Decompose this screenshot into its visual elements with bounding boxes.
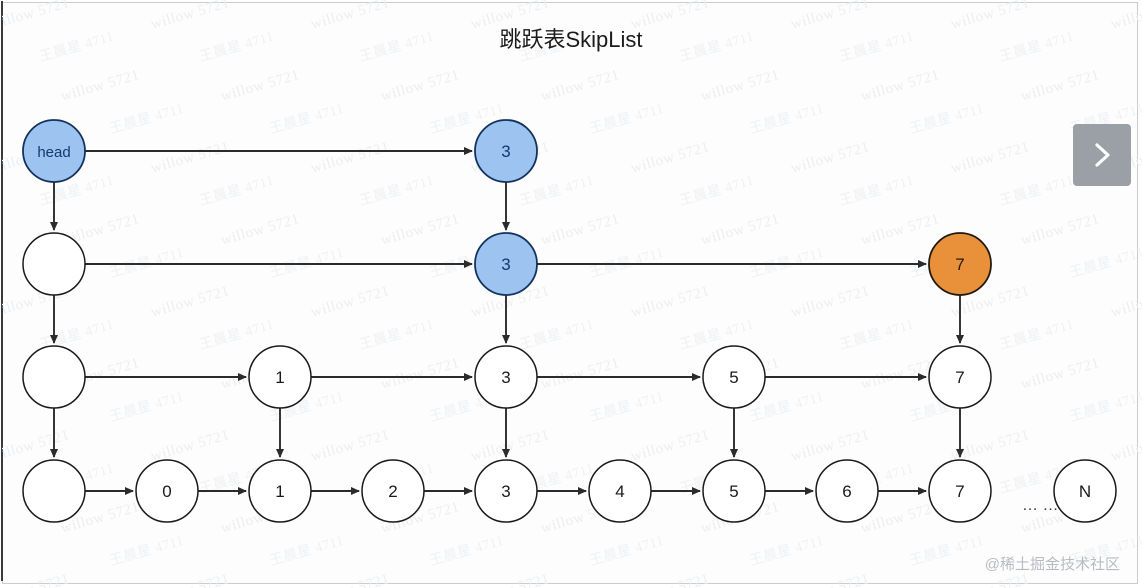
node-circle bbox=[248, 345, 312, 409]
node-label: 2 bbox=[388, 482, 397, 501]
node-circle bbox=[702, 459, 766, 523]
node-circle bbox=[588, 459, 652, 523]
skiplist-node[interactable] bbox=[22, 459, 86, 523]
node-label: 7 bbox=[955, 255, 964, 274]
next-slide-button[interactable] bbox=[1073, 124, 1131, 186]
node-label: 3 bbox=[501, 142, 510, 161]
node-label: 5 bbox=[729, 368, 738, 387]
node-circle bbox=[474, 232, 538, 296]
node-label: N bbox=[1079, 482, 1091, 501]
node-circle bbox=[702, 345, 766, 409]
node-circle bbox=[928, 232, 992, 296]
node-label: 1 bbox=[275, 482, 284, 501]
skiplist-node[interactable]: 0 bbox=[135, 459, 199, 523]
skiplist-node[interactable]: 4 bbox=[588, 459, 652, 523]
skiplist-node[interactable]: 2 bbox=[361, 459, 425, 523]
node-label: head bbox=[37, 144, 70, 161]
skiplist-node[interactable]: N bbox=[1053, 459, 1117, 523]
node-circle bbox=[815, 459, 879, 523]
skiplist-node[interactable]: 1 bbox=[248, 459, 312, 523]
attribution-label: @稀土掘金技术社区 bbox=[984, 556, 1120, 573]
node-circle bbox=[135, 459, 199, 523]
skiplist-node[interactable]: 3 bbox=[474, 345, 538, 409]
skiplist-node[interactable]: 6 bbox=[815, 459, 879, 523]
ellipsis-label: … … bbox=[1022, 497, 1059, 514]
node-label: 3 bbox=[501, 368, 510, 387]
skiplist-node[interactable] bbox=[22, 345, 86, 409]
node-circle bbox=[474, 345, 538, 409]
node-circle bbox=[928, 345, 992, 409]
node-circle bbox=[22, 119, 86, 183]
node-circle bbox=[1053, 459, 1117, 523]
node-circle bbox=[22, 345, 86, 409]
node-label: 5 bbox=[729, 482, 738, 501]
skiplist-node[interactable]: 1 bbox=[248, 345, 312, 409]
skiplist-node[interactable] bbox=[22, 232, 86, 296]
node-label: 1 bbox=[275, 368, 284, 387]
node-circle bbox=[361, 459, 425, 523]
node-label: 6 bbox=[842, 482, 851, 501]
node-circle bbox=[22, 232, 86, 296]
node-circle bbox=[22, 459, 86, 523]
skiplist-node[interactable]: 7 bbox=[928, 232, 992, 296]
skiplist-node[interactable]: 3 bbox=[474, 119, 538, 183]
skiplist-node[interactable]: 3 bbox=[474, 459, 538, 523]
page-title: 跳跃表SkipList bbox=[499, 27, 643, 52]
skiplist-node[interactable]: 5 bbox=[702, 345, 766, 409]
skiplist-node[interactable]: head bbox=[22, 119, 86, 183]
node-label: 0 bbox=[162, 482, 171, 501]
skiplist-node[interactable]: 3 bbox=[474, 232, 538, 296]
skiplist-node[interactable]: 7 bbox=[928, 459, 992, 523]
node-label: 3 bbox=[501, 482, 510, 501]
skiplist-node[interactable]: 5 bbox=[702, 459, 766, 523]
node-circle bbox=[474, 119, 538, 183]
chevron-right-icon bbox=[1089, 140, 1115, 170]
node-label: 3 bbox=[501, 255, 510, 274]
node-label: 7 bbox=[955, 368, 964, 387]
node-circle bbox=[928, 459, 992, 523]
skiplist-node[interactable]: 7 bbox=[928, 345, 992, 409]
node-circle bbox=[248, 459, 312, 523]
node-circle bbox=[474, 459, 538, 523]
node-label: 7 bbox=[955, 482, 964, 501]
node-label: 4 bbox=[615, 482, 624, 501]
links-layer bbox=[50, 147, 964, 495]
